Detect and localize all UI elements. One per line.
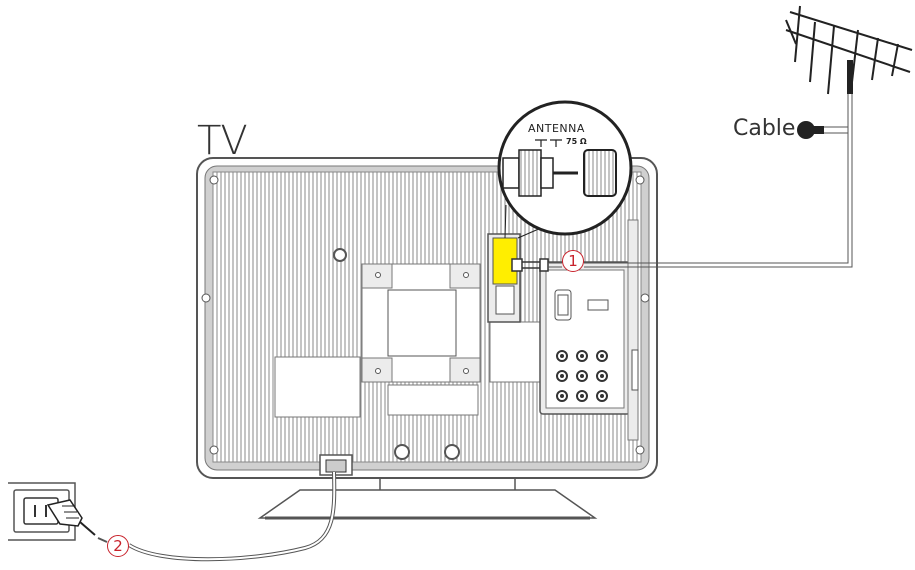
tv-back-panel xyxy=(196,157,658,479)
cable-label: Cable xyxy=(733,116,796,141)
antenna-label: ANTENNA xyxy=(528,122,585,135)
antenna-callout xyxy=(497,100,633,239)
wall-outlet xyxy=(8,482,96,541)
antenna-cable xyxy=(511,88,853,272)
step-1-marker: 1 xyxy=(562,250,584,272)
step-2-marker: 2 xyxy=(107,535,129,557)
tv-label: TV xyxy=(197,118,248,164)
rooftop-antenna xyxy=(785,5,913,95)
impedance-label: 75 Ω xyxy=(566,137,587,146)
